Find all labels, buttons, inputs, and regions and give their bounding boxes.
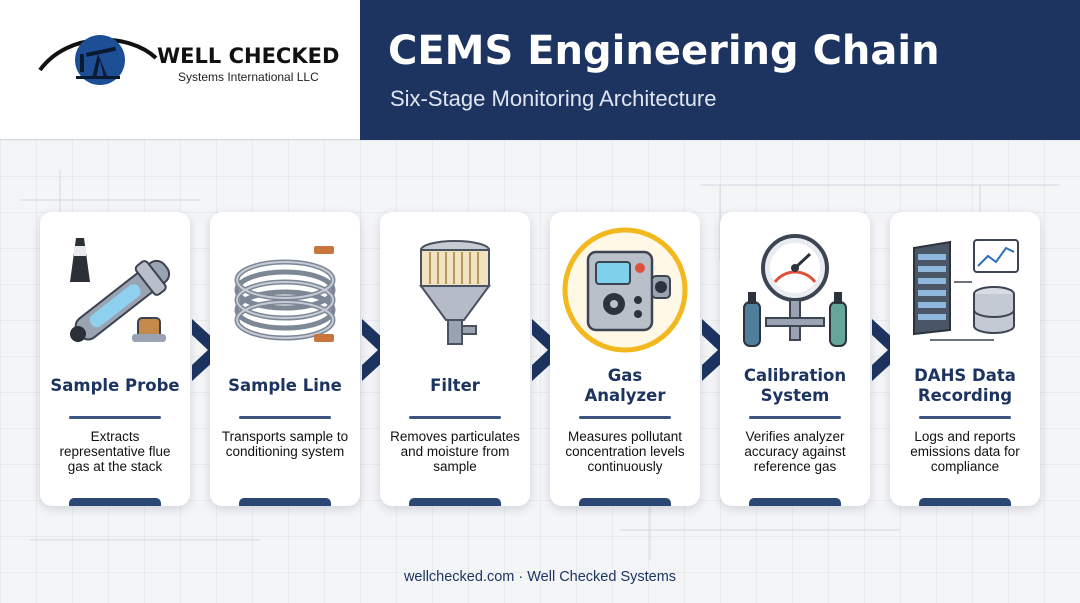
flow-arrow-icon: [192, 319, 226, 381]
stage-title: Gas Analyzer: [584, 366, 666, 405]
stage-title: Calibration System: [743, 366, 847, 405]
card-bottom-tab: [69, 498, 161, 506]
stage-card-sample-probe: Sample Probe Extracts representative flu…: [40, 212, 190, 506]
stage-title: Sample Probe: [50, 376, 180, 395]
stage-description: Verifies analyzer accuracy against refer…: [744, 429, 846, 474]
filter-funnel-icon: [419, 240, 491, 345]
stage-description: Removes particulates and moisture from s…: [390, 429, 520, 474]
stage-title: Sample Line: [228, 376, 342, 395]
gas-analyzer-icon: [562, 227, 688, 353]
stage-card-sample-line: Sample Line Transports sample to conditi…: [210, 212, 360, 506]
server-database-icon: [913, 239, 1019, 341]
stage-description: Transports sample to conditioning system: [221, 429, 349, 459]
stage-description: Measures pollutant concentration levels …: [565, 429, 685, 474]
coiled-tube-icon: [234, 246, 336, 342]
stage-description: Extracts representative flue gas at the …: [59, 429, 171, 474]
pumpjack-logo-icon: [38, 35, 158, 85]
title-underline: [579, 416, 671, 419]
page-subtitle: Six-Stage Monitoring Architecture: [390, 86, 717, 111]
title-underline: [749, 416, 841, 419]
card-bottom-tab: [919, 498, 1011, 506]
header: WELL CHECKED Systems International LLC C…: [0, 0, 1080, 140]
stage-description: Logs and reports emissions data for comp…: [910, 429, 1020, 474]
footer-text: wellchecked.com · Well Checked Systems: [403, 569, 677, 585]
stage-title: DAHS Data Recording: [914, 366, 1016, 405]
flow-arrow-icon: [872, 319, 906, 381]
stage-title: Filter: [430, 376, 480, 395]
page-title: CEMS Engineering Chain: [388, 28, 940, 74]
flow-arrow-icon: [702, 319, 736, 381]
stage-card-dahs-data-recording: DAHS Data Recording Logs and reports emi…: [890, 212, 1040, 506]
flow-arrow-icon: [532, 319, 566, 381]
card-bottom-tab: [409, 498, 501, 506]
stage-card-calibration-system: Calibration System Verifies analyzer acc…: [720, 212, 870, 506]
brand-subtitle: Systems International LLC: [178, 70, 319, 84]
card-bottom-tab: [749, 498, 841, 506]
stage-card-gas-analyzer: Gas Analyzer Measures pollutant concentr…: [550, 212, 700, 506]
sample-probe-icon: [70, 238, 171, 342]
title-underline: [69, 416, 161, 419]
calibration-gauge-icon: [743, 234, 847, 347]
title-underline: [919, 416, 1011, 419]
stage-card-filter: Filter Removes particulates and moisture…: [380, 212, 530, 506]
title-underline: [409, 416, 501, 419]
title-panel: CEMS Engineering Chain Six-Stage Monitor…: [360, 0, 1080, 140]
card-bottom-tab: [239, 498, 331, 506]
brand-name: WELL CHECKED: [157, 44, 340, 68]
card-bottom-tab: [579, 498, 671, 506]
logo-panel: WELL CHECKED Systems International LLC: [0, 0, 360, 140]
flow-arrow-icon: [362, 319, 396, 381]
title-underline: [239, 416, 331, 419]
